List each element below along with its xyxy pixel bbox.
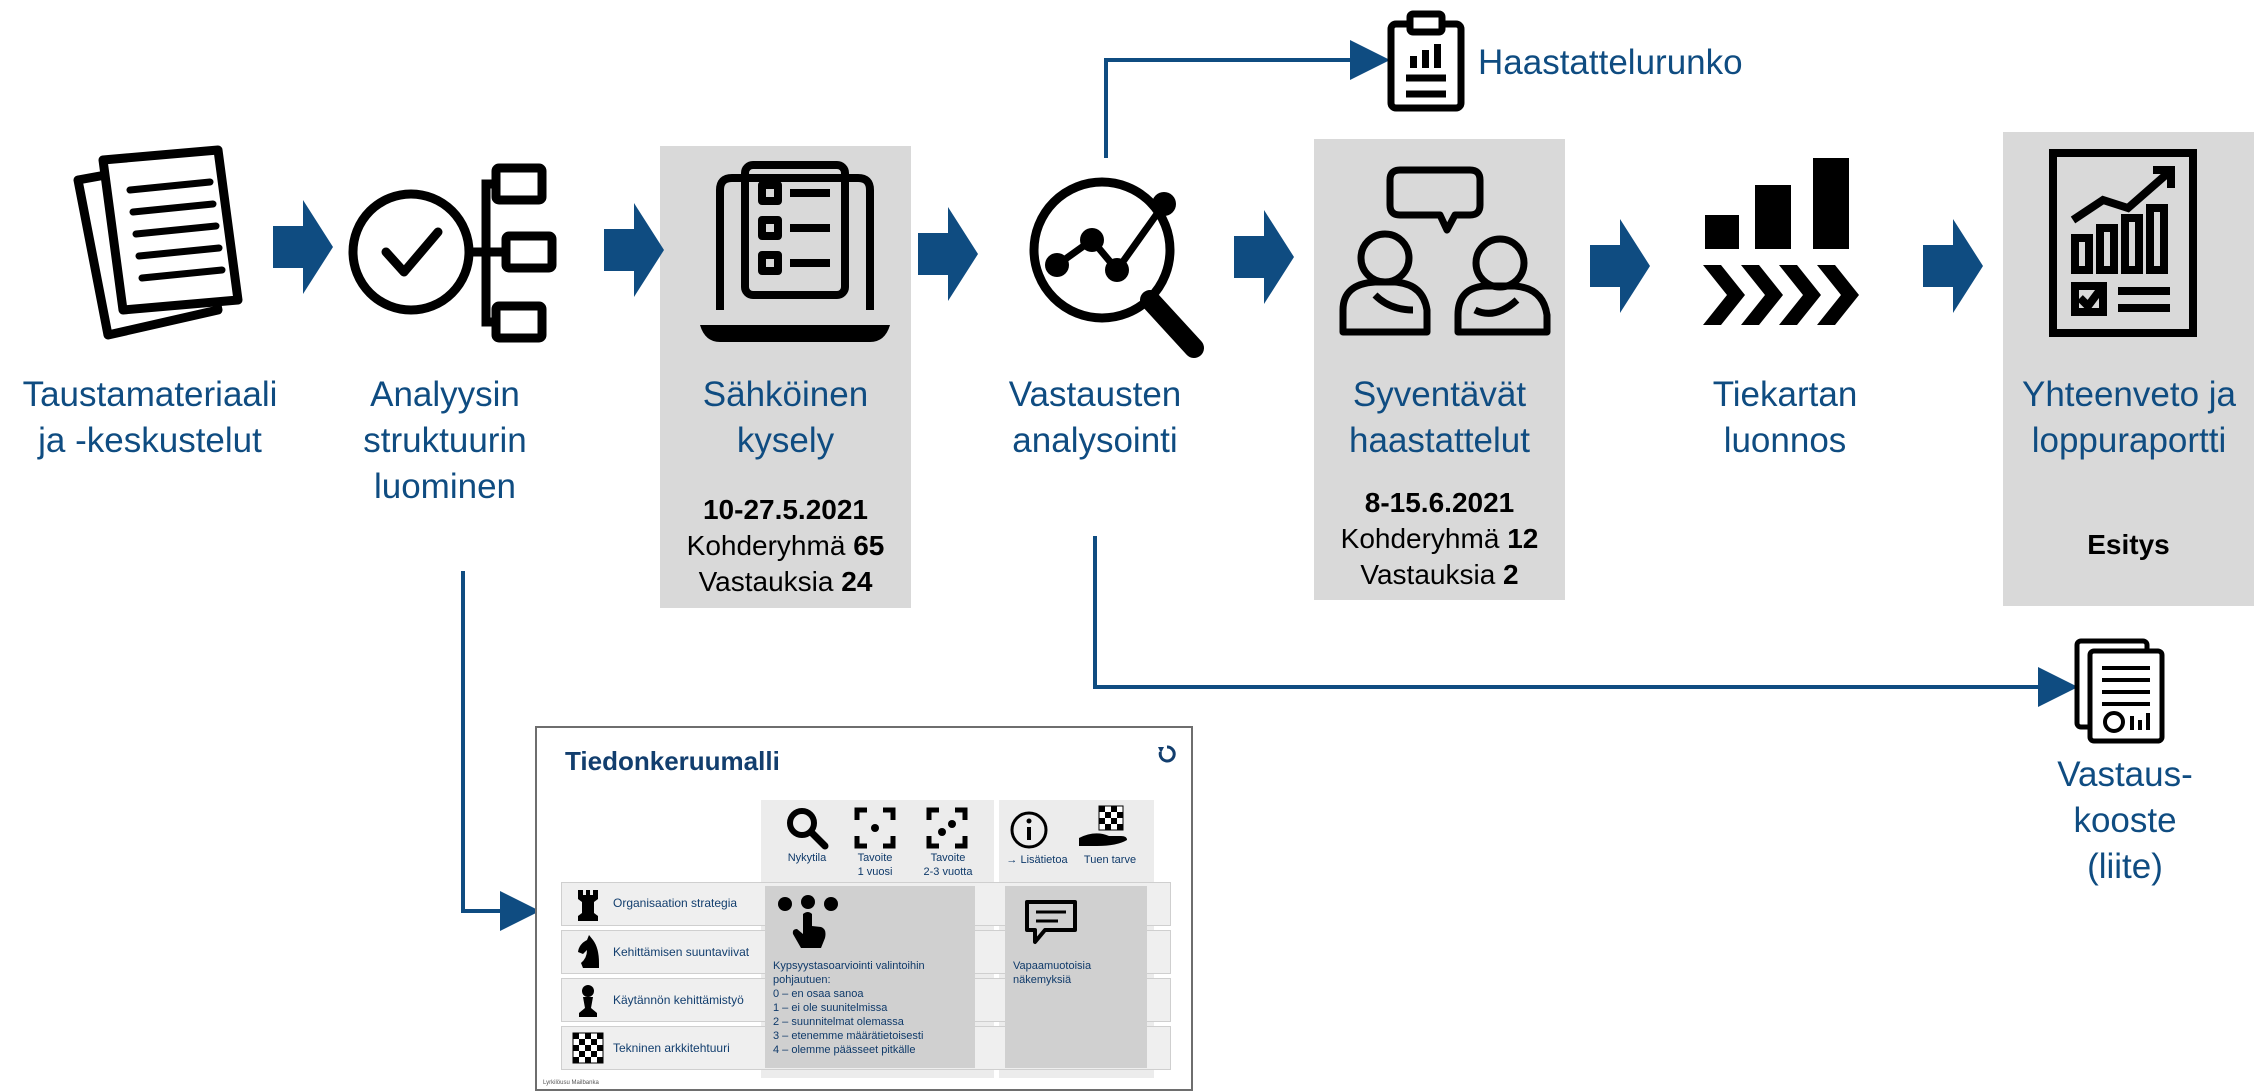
- step-arrow-icon: [1923, 219, 1983, 313]
- label-line: ja -keskustelut: [38, 421, 262, 460]
- label-line: haastattelut: [1349, 421, 1530, 460]
- step-label-roadmap: Tiekartan luonnos: [1660, 372, 1910, 464]
- interview-answers-value: 2: [1503, 559, 1519, 590]
- step-arrow-icon: [604, 203, 664, 297]
- label-line: loppuraportti: [2031, 421, 2227, 460]
- label-line: struktuurin: [363, 421, 527, 460]
- clipboard-icon: [1387, 10, 1465, 112]
- survey-dates: 10-27.5.2021: [702, 494, 869, 525]
- report-note-text: Esitys: [2087, 529, 2170, 560]
- summary-document-icon: [2074, 638, 2165, 744]
- touch-select-icon: [778, 895, 838, 948]
- comment-icon: [1025, 900, 1077, 944]
- documents-icon: [73, 145, 243, 340]
- interview-people-icon: [1339, 166, 1551, 336]
- chess-knight-icon: [578, 935, 599, 968]
- interview-dates: 8-15.6.2021: [1364, 487, 1515, 518]
- chessboard-icon: [572, 1032, 604, 1064]
- interview-frame-label: Haastattelurunko: [1478, 43, 1743, 82]
- search-icon: [787, 808, 829, 850]
- survey-target-value: 65: [853, 530, 885, 561]
- step-label-report: Yhteenveto ja loppuraportti: [1995, 372, 2263, 464]
- line-to-data-model: [461, 571, 540, 931]
- label-line: kysely: [736, 421, 835, 460]
- report-note: Esitys: [2003, 527, 2254, 563]
- structure-check-icon: [348, 163, 557, 343]
- label-line: Tiekartan: [1712, 375, 1858, 414]
- magnifier-analysis-icon: [1029, 177, 1204, 358]
- step-label-structure: Analyysin struktuurin luominen: [320, 372, 570, 510]
- survey-answers-value: 24: [841, 566, 873, 597]
- row-label-strategy: Organisaation strategia: [613, 896, 738, 910]
- data-collection-model-thumbnail: Tiedonkeruumalli: [535, 726, 1193, 1091]
- interview-target-value: 12: [1507, 523, 1539, 554]
- col-label-more-info[interactable]: → Lisätietoa: [1006, 854, 1068, 866]
- laptop-survey-icon: [700, 161, 890, 342]
- label-line: analysointi: [1012, 421, 1178, 460]
- free-text-label: Vapaamuotoisia näkemyksiä: [1013, 960, 1092, 986]
- info-icon: [1010, 811, 1048, 849]
- step-label-survey: Sähköinen kysely: [660, 372, 911, 464]
- interview-target-label: Kohderyhmä: [1340, 523, 1500, 554]
- roadmap-bars-icon: [1703, 158, 1859, 325]
- interview-info: 8-15.6.2021 Kohderyhmä 12 Vastauksia 2: [1314, 485, 1565, 593]
- col-label-current: Nykytila: [787, 852, 827, 864]
- label-line: Vastaus-: [2057, 755, 2193, 794]
- survey-answers-label: Vastauksia: [698, 566, 834, 597]
- step-arrow-icon: [1590, 219, 1650, 313]
- label-line: Taustamateriaali: [22, 375, 278, 414]
- thumbnail-footer: Lyrkilöusu Mailbanka: [543, 1080, 599, 1086]
- survey-info: 10-27.5.2021 Kohderyhmä 65 Vastauksia 24: [660, 492, 911, 600]
- step-arrow-icon: [1234, 210, 1294, 304]
- line-to-interview-frame: [1104, 40, 1390, 158]
- row-label-practical: Käytännön kehittämistyö: [613, 993, 744, 1007]
- col-label-support: Tuen tarve: [1083, 854, 1137, 866]
- label-line: luonnos: [1723, 421, 1847, 460]
- report-chart-icon: [2049, 149, 2197, 337]
- label-line: (liite): [2087, 847, 2163, 886]
- step-arrow-icon: [273, 200, 333, 294]
- target-1-icon: [854, 807, 896, 849]
- line-to-response-summary: [1093, 536, 2078, 707]
- label-line: kooste: [2073, 801, 2177, 840]
- step-label-background: Taustamateriaali ja -keskustelut: [0, 372, 300, 464]
- label-line: Yhteenveto ja: [2021, 375, 2237, 414]
- interview-answers-label: Vastauksia: [1360, 559, 1496, 590]
- label-line: Vastausten: [1008, 375, 1182, 414]
- support-hand-icon: [1079, 805, 1127, 846]
- target-2-icon: [926, 807, 968, 849]
- chess-rook-icon: [578, 890, 598, 921]
- reset-icon: [1158, 745, 1176, 763]
- survey-target-label: Kohderyhmä: [686, 530, 846, 561]
- response-summary-label: Vastaus- kooste (liite): [2000, 752, 2250, 890]
- label-line: luominen: [373, 467, 517, 506]
- label-line: Analyysin: [370, 375, 520, 414]
- thumbnail-title: Tiedonkeruumalli: [565, 746, 780, 776]
- label-line: Sähköinen: [702, 375, 869, 414]
- row-label-guidelines: Kehittämisen suuntaviivat: [613, 945, 750, 959]
- step-label-interviews: Syventävät haastattelut: [1314, 372, 1565, 464]
- step-label-analysis: Vastausten analysointi: [970, 372, 1220, 464]
- maturity-scale-box: [765, 886, 975, 1068]
- row-label-architecture: Tekninen arkkitehtuuri: [613, 1041, 730, 1055]
- chess-pawn-icon: [579, 985, 597, 1017]
- maturity-scale-text: Kypsyystasoarviointi valintoihin pohjaut…: [773, 960, 925, 1056]
- label-line: Syventävät: [1352, 375, 1527, 414]
- step-arrow-icon: [918, 207, 978, 301]
